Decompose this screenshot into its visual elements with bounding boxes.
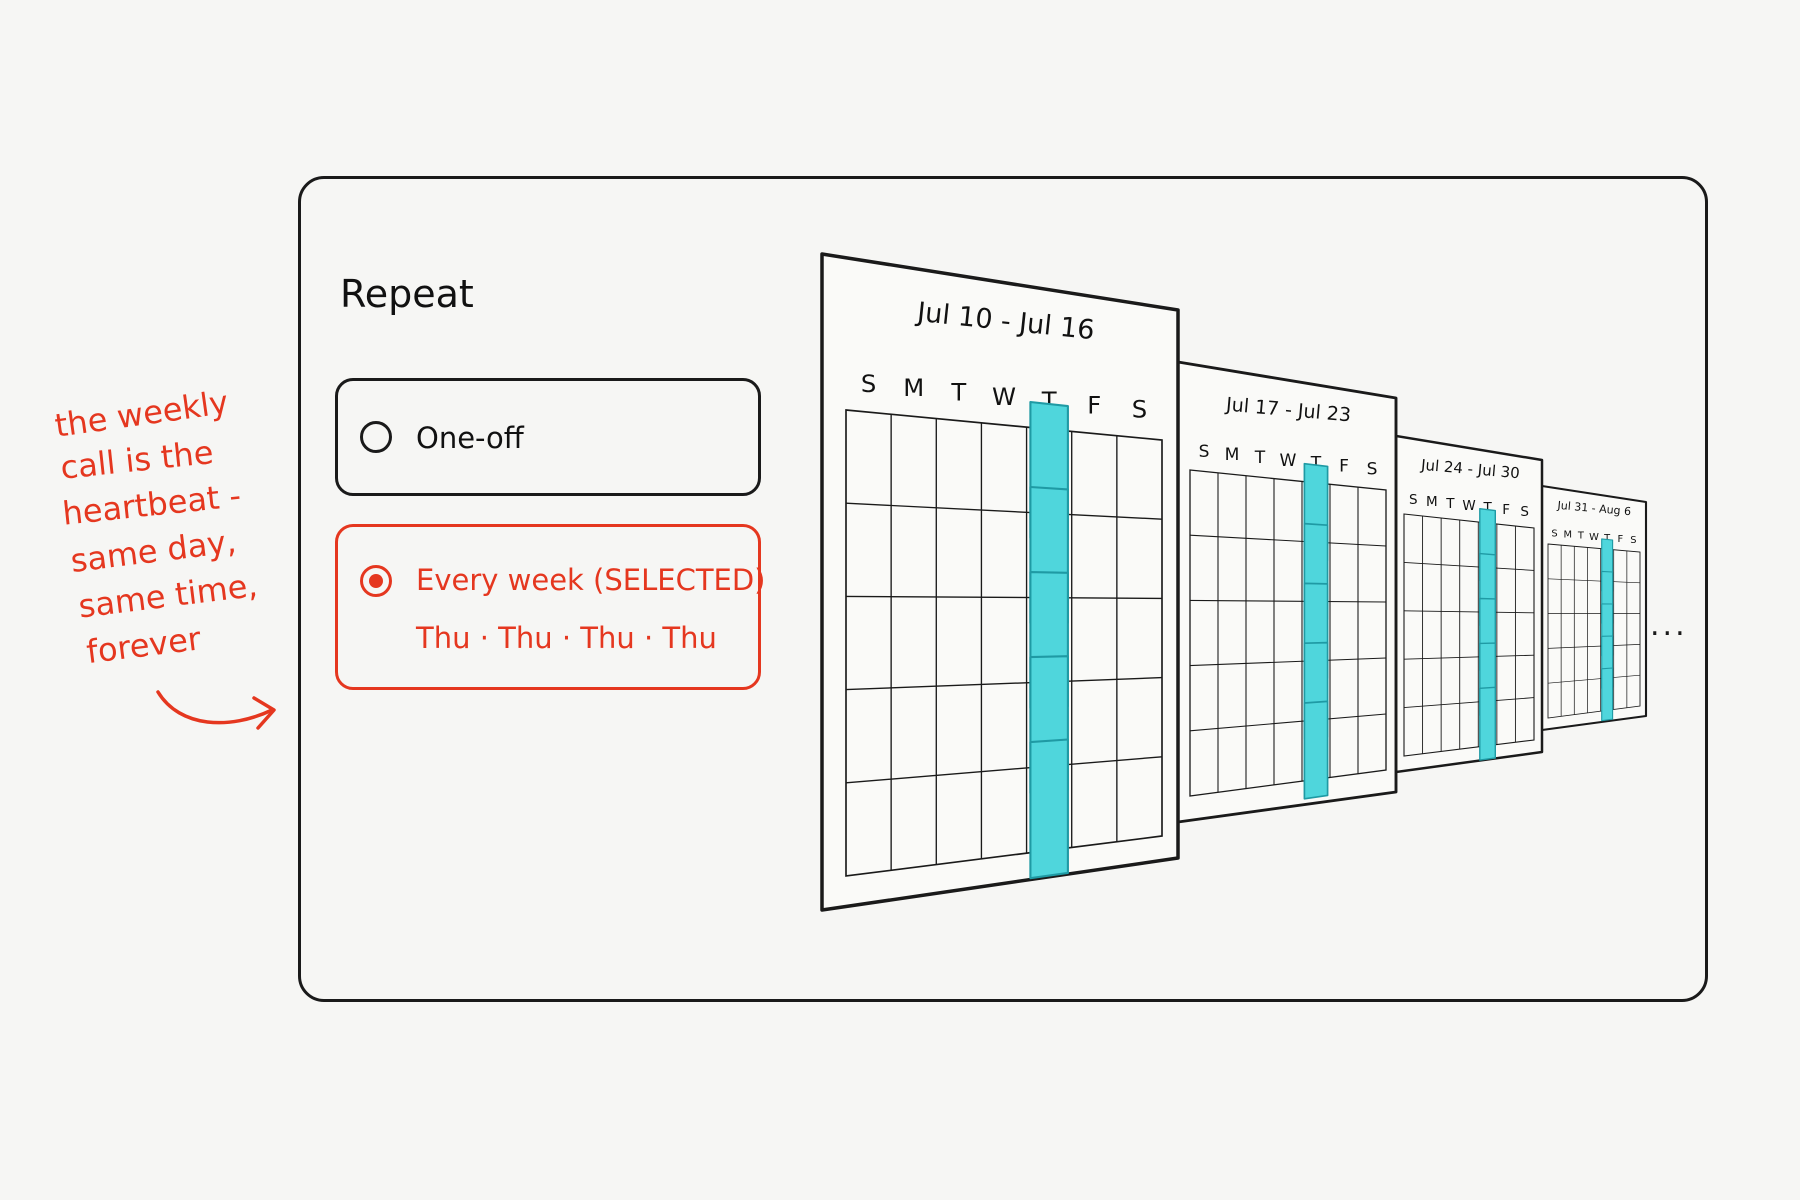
grid-row-line xyxy=(1189,534,1387,547)
every-week-label: Every week (SELECTED) xyxy=(416,563,766,597)
day-letter: T xyxy=(1482,500,1492,516)
day-letter: W xyxy=(992,382,1016,411)
day-letter: T xyxy=(1445,496,1455,512)
day-letter: F xyxy=(1339,456,1349,476)
grid-row-line xyxy=(845,595,1163,600)
day-letter: S xyxy=(1409,492,1418,508)
grid-row-line xyxy=(845,676,1163,691)
thursday-event-block xyxy=(1601,667,1614,722)
curved-arrow-icon xyxy=(156,690,276,730)
grid-row-line xyxy=(1403,561,1535,571)
one-off-option[interactable]: One-off xyxy=(335,378,761,496)
day-letter: S xyxy=(1367,459,1378,479)
repeat-title: Repeat xyxy=(340,272,474,316)
week-card-frame xyxy=(1394,434,1544,774)
radio-unselected-icon[interactable] xyxy=(360,421,392,453)
more-weeks-ellipsis: ... xyxy=(1650,608,1688,643)
grid-row-line xyxy=(1189,713,1387,732)
thursday-event-block xyxy=(1479,686,1497,761)
grid-row-line xyxy=(845,756,1163,784)
week-card-frame xyxy=(1540,484,1648,732)
day-letter: S xyxy=(1630,535,1636,546)
grid-row-line xyxy=(1189,657,1387,667)
day-letter: S xyxy=(861,369,876,398)
grid-row-line xyxy=(1189,599,1387,603)
week-range-title: Jul 31 - Aug 6 xyxy=(1556,499,1632,518)
grid-row-line xyxy=(1403,697,1535,709)
day-letter: S xyxy=(1199,442,1210,462)
day-letter: F xyxy=(1087,390,1101,419)
grid-row-line xyxy=(1547,644,1641,649)
day-letter: W xyxy=(1589,532,1599,543)
day-letter: T xyxy=(1603,533,1611,544)
radio-selected-icon[interactable] xyxy=(360,565,392,597)
grid-row-line xyxy=(1547,578,1641,584)
day-letter: T xyxy=(1254,448,1266,468)
weekly-days-text: Thu · Thu · Thu · Thu xyxy=(416,621,717,655)
day-letter: F xyxy=(1617,534,1623,545)
day-letter: M xyxy=(1225,445,1240,465)
day-letter: S xyxy=(1551,528,1557,539)
week-card-frame xyxy=(820,252,1180,912)
day-letter: S xyxy=(1520,504,1529,520)
day-letter: T xyxy=(1577,531,1585,542)
thursday-event-block xyxy=(1303,700,1329,800)
grid-row-line xyxy=(1403,610,1535,614)
day-letter: F xyxy=(1502,502,1510,518)
every-week-option[interactable]: Every week (SELECTED) Thu · Thu · Thu · … xyxy=(335,524,766,690)
day-letter: M xyxy=(903,373,924,402)
grid-row-line xyxy=(845,502,1163,520)
week-card-frame xyxy=(1176,360,1398,824)
day-letter: S xyxy=(1132,395,1147,424)
one-off-label: One-off xyxy=(416,421,524,455)
day-letter: W xyxy=(1462,498,1475,514)
thursday-event-block xyxy=(1029,738,1069,880)
day-letter: M xyxy=(1426,494,1438,510)
radio-dot xyxy=(369,574,383,588)
day-letter: M xyxy=(1563,529,1572,540)
grid-row-line xyxy=(1547,674,1641,684)
grid-row-line xyxy=(1403,654,1535,660)
day-letter: T xyxy=(950,377,966,406)
day-letter: W xyxy=(1280,451,1297,471)
